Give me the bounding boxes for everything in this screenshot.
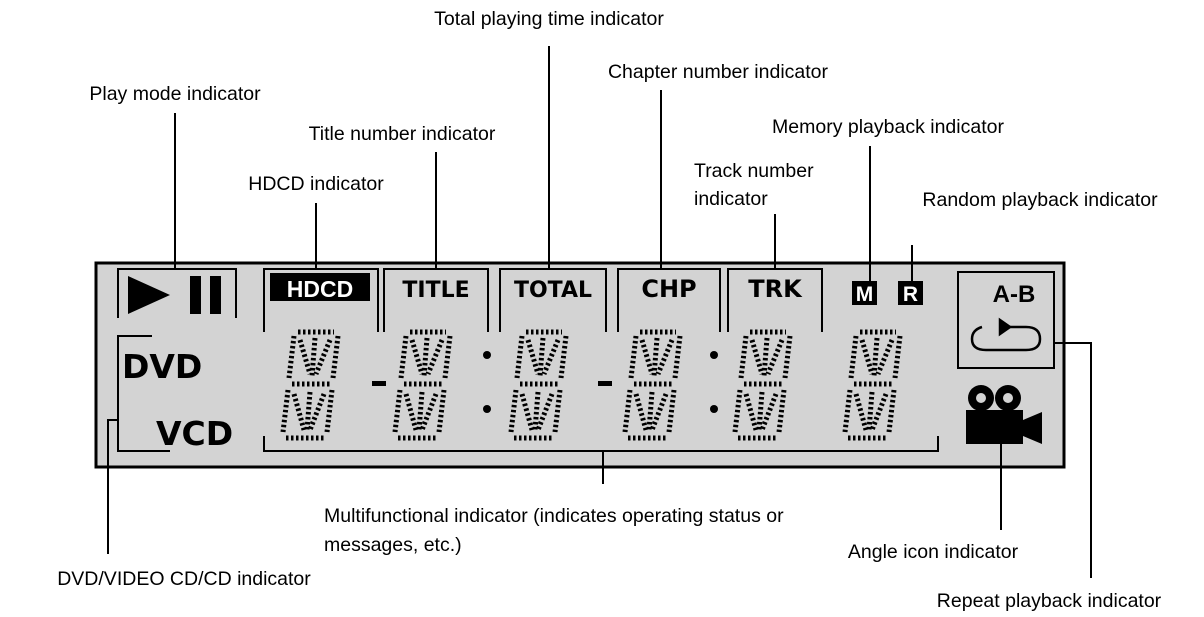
angle-callout: Angle icon indicator — [848, 541, 1019, 563]
track-callout-line1: Track number — [694, 160, 814, 182]
chp-label: CHP — [641, 275, 696, 303]
dvd-label: DVD — [122, 347, 202, 386]
disc-type-indicator: DVD VCD — [117, 335, 233, 453]
svg-text:M: M — [856, 283, 874, 306]
chapter-callout: Chapter number indicator — [608, 61, 829, 83]
play-mode-callout: Play mode indicator — [89, 83, 261, 105]
total-label: TOTAL — [514, 278, 592, 303]
disc-type-callout: DVD/VIDEO CD/CD indicator — [57, 568, 311, 590]
hdcd-label: HDCD — [287, 276, 353, 302]
multifunction-callout-line1: Multifunctional indicator (indicates ope… — [324, 505, 784, 527]
trk-label: TRK — [748, 275, 803, 303]
repeat-icon — [970, 317, 1042, 352]
angle-camera-icon — [966, 385, 1042, 444]
title-number-callout: Title number indicator — [309, 123, 496, 145]
chp-box: CHP — [617, 268, 721, 332]
vcd-label: VCD — [156, 414, 233, 453]
total-box: TOTAL — [499, 268, 607, 332]
leader-lines — [107, 46, 1092, 578]
hdcd-callout: HDCD indicator — [248, 173, 384, 195]
title-label: TITLE — [402, 278, 469, 303]
multifunction-digits — [283, 332, 900, 438]
random-callout: Random playback indicator — [922, 189, 1158, 211]
play-mode-indicator — [117, 268, 237, 318]
total-time-callout: Total playing time indicator — [434, 8, 664, 30]
multifunction-bracket — [263, 436, 939, 452]
hdcd-box: HDCD — [263, 268, 379, 332]
memory-badge: M — [852, 281, 877, 306]
pause-icon — [190, 276, 201, 314]
svg-text:R: R — [903, 283, 918, 306]
random-badge: R — [898, 281, 923, 306]
memory-callout: Memory playback indicator — [772, 116, 1004, 138]
play-icon — [128, 276, 170, 314]
track-callout-line2: indicator — [694, 188, 768, 210]
multifunction-callout-line2: messages, etc.) — [324, 534, 462, 556]
repeat-callout: Repeat playback indicator — [937, 590, 1162, 612]
ab-label: A-B — [993, 281, 1036, 308]
repeat-indicator: A-B — [957, 271, 1055, 369]
